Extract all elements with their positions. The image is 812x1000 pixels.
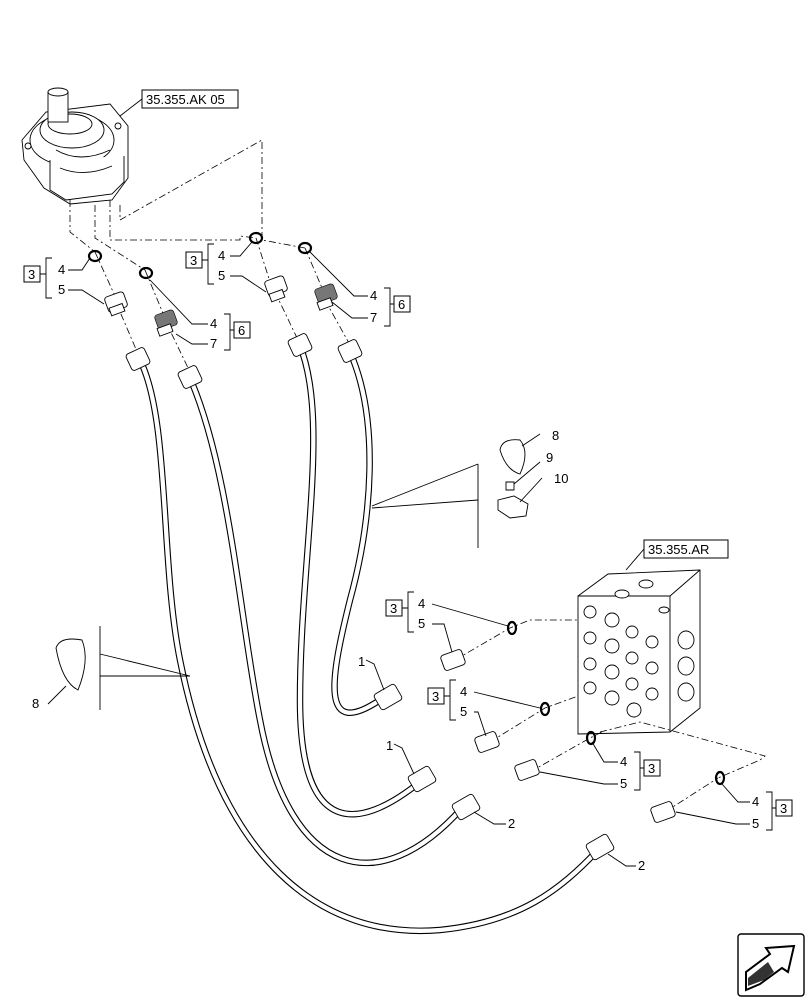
callout-5: 5 <box>58 282 65 297</box>
pilot-control-valve <box>21 87 129 205</box>
callout-5: 5 <box>620 776 627 791</box>
adapter-fitting <box>650 801 676 823</box>
hoses <box>136 342 602 935</box>
o-ring <box>297 241 313 255</box>
callout-4: 4 <box>752 794 759 809</box>
adapter-fitting <box>104 291 128 317</box>
reference-label-valve: 35.355.AR <box>648 542 709 557</box>
callout-5: 5 <box>218 268 225 283</box>
hose-end <box>125 347 151 371</box>
reference-35-355-ak-05[interactable]: 35.355.AK 05 <box>141 89 239 109</box>
adapter-fitting <box>154 309 178 337</box>
callout-1: 1 <box>358 654 365 669</box>
adapter-fitting <box>474 731 500 753</box>
o-ring <box>87 249 103 263</box>
callout-7: 7 <box>370 310 377 325</box>
callout-2: 2 <box>638 858 645 873</box>
reference-35-355-ar[interactable]: 35.355.AR <box>643 539 729 559</box>
hose-end <box>337 339 363 363</box>
callout-3: 3 <box>780 801 787 816</box>
callout-4: 4 <box>370 288 377 303</box>
next-page-arrow-icon[interactable] <box>737 933 805 997</box>
adapter-fitting <box>264 275 288 303</box>
callout-group-3-valve-lower: 3 4 5 <box>539 741 661 791</box>
callout-3: 3 <box>432 689 439 704</box>
callout-8: 8 <box>32 696 39 711</box>
adapter-fitting <box>440 649 466 671</box>
callout-5: 5 <box>460 704 467 719</box>
callout-3: 3 <box>390 601 397 616</box>
callout-3: 3 <box>28 267 35 282</box>
callout-5: 5 <box>418 616 425 631</box>
hose-end <box>287 333 313 357</box>
callout-group-3-valve-middle: 3 4 5 <box>427 679 541 737</box>
callout-6: 6 <box>398 297 405 312</box>
callout-3: 3 <box>190 253 197 268</box>
callout-4: 4 <box>218 248 225 263</box>
callout-2: 2 <box>508 816 515 831</box>
callout-4: 4 <box>460 684 467 699</box>
control-valve-block <box>577 569 701 735</box>
o-ring <box>506 620 518 636</box>
callout-7: 7 <box>210 336 217 351</box>
callout-group-3-valve-bottom: 3 4 5 <box>675 783 793 831</box>
callout-group-3-valve-top: 3 4 5 <box>385 591 509 653</box>
hose-end <box>373 683 403 711</box>
o-ring <box>138 266 154 280</box>
callout-5: 5 <box>752 816 759 831</box>
adapter-fitting <box>514 759 540 781</box>
callout-10: 10 <box>554 471 568 486</box>
hose-end <box>585 833 615 861</box>
o-ring <box>539 701 551 717</box>
callout-4: 4 <box>620 754 627 769</box>
callout-group-3-middle: 3 4 5 <box>185 241 267 293</box>
reference-label-top: 35.355.AK 05 <box>146 92 225 107</box>
hose-end <box>407 765 437 793</box>
callout-1: 1 <box>386 738 393 753</box>
callout-4: 4 <box>58 262 65 277</box>
adapter-fitting <box>314 283 338 311</box>
callout-4: 4 <box>418 596 425 611</box>
clamp-detail <box>371 439 529 548</box>
o-ring <box>248 231 264 245</box>
callout-9: 9 <box>546 450 553 465</box>
hose-end <box>451 793 481 821</box>
hose-end <box>177 365 203 389</box>
callout-3: 3 <box>648 761 655 776</box>
callout-group-6-right: 6 4 7 <box>309 251 411 327</box>
callout-group-6-left: 6 4 7 <box>149 279 251 351</box>
callout-6: 6 <box>238 323 245 338</box>
o-ring <box>585 730 597 746</box>
callout-4: 4 <box>210 316 217 331</box>
o-ring <box>714 770 726 786</box>
callout-8: 8 <box>552 428 559 443</box>
callout-group-3-left: 3 4 5 <box>23 257 105 305</box>
clamp-detail-left <box>55 626 191 710</box>
